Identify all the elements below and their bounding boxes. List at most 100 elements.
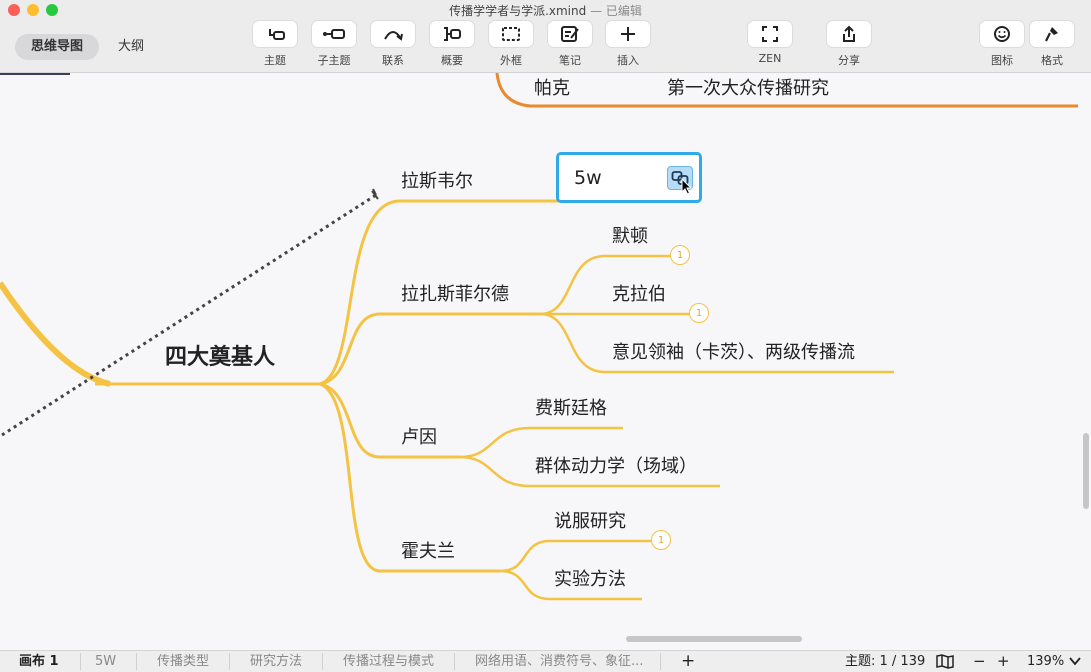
connector-lasswell — [319, 199, 556, 386]
zen-button[interactable]: ZEN — [740, 21, 800, 69]
tab-mindmap[interactable]: 思维导图 — [15, 34, 100, 60]
subtopic-label: 子主题 — [317, 54, 351, 67]
connector-group-dynamics — [459, 455, 720, 488]
topic-park[interactable]: 帕克 — [534, 78, 570, 99]
tab-divider — [136, 653, 137, 670]
close-window-button[interactable] — [8, 4, 20, 16]
topic-lasswell[interactable]: 拉斯韦尔 — [401, 171, 473, 192]
boundary-label: 外框 — [500, 54, 522, 67]
note-count-badge[interactable]: 1 — [651, 530, 671, 550]
relationship-arrow — [371, 188, 379, 200]
minimize-window-button[interactable] — [27, 4, 39, 16]
tab-divider — [80, 653, 81, 670]
share-button[interactable]: 分享 — [819, 21, 879, 69]
summary-label: 概要 — [441, 54, 463, 67]
subtopic-button[interactable]: 子主题 — [304, 21, 364, 69]
format-label: 格式 — [1041, 54, 1063, 67]
icons-label: 图标 — [991, 54, 1013, 67]
relationship-button[interactable]: 联系 — [363, 21, 423, 69]
topic-5w-text: 5w — [574, 167, 602, 189]
relationship-icon — [384, 31, 403, 41]
summary-icon — [444, 27, 461, 41]
connector-lewin — [319, 382, 460, 459]
selected-topic-5w[interactable]: 5w — [556, 152, 702, 203]
tab-outline[interactable]: 大纲 — [118, 39, 145, 54]
topic-first-mass-comm-study[interactable]: 第一次大众传播研究 — [667, 78, 829, 99]
zoom-window-button[interactable] — [46, 4, 58, 16]
format-brush-icon — [1045, 27, 1058, 42]
tab-divider — [454, 653, 455, 670]
add-sheet-button[interactable]: + — [681, 651, 696, 671]
topic-opinion-leader[interactable]: 意见领袖（卡茨）、两级传播流 — [612, 342, 855, 363]
format-panel-button[interactable]: 格式 — [1022, 21, 1082, 69]
sheet-tab-comm-types[interactable]: 传播类型 — [157, 654, 210, 669]
tab-divider — [322, 653, 323, 670]
connector-opinion-leader — [539, 312, 894, 374]
note-count-badge[interactable]: 1 — [689, 303, 709, 323]
topic-klapper[interactable]: 克拉伯 — [612, 284, 666, 305]
topic-persuasion[interactable]: 说服研究 — [554, 511, 626, 532]
relationship-label: 联系 — [382, 54, 404, 67]
note-count-badge[interactable]: 1 — [670, 245, 690, 265]
insert-button[interactable]: 插入 — [598, 21, 658, 69]
fullscreen-icon — [762, 26, 778, 42]
zoom-in-button[interactable]: + — [997, 652, 1010, 670]
note-button[interactable]: 笔记 — [540, 21, 600, 69]
window-title: 传播学学者与学派.xmind — 已编辑 — [0, 2, 1091, 19]
connector-persuasion — [499, 539, 651, 573]
boundary-icon — [502, 27, 520, 41]
root-topic[interactable]: 四大奠基人 — [165, 345, 276, 370]
share-icon — [843, 25, 855, 42]
topic-hovland[interactable]: 霍夫兰 — [401, 541, 455, 562]
zoom-level[interactable]: 139% — [1027, 654, 1065, 669]
topic-experiment[interactable]: 实验方法 — [554, 569, 626, 590]
title-bar: 传播学学者与学派.xmind — 已编辑 思维导图 大纲 主题 子主题 联系 概… — [0, 0, 1091, 73]
top-branch-connector — [495, 73, 1078, 108]
horizontal-scrollbar[interactable] — [626, 636, 802, 642]
topic-merton[interactable]: 默顿 — [612, 226, 648, 247]
topic-label: 主题 — [264, 54, 286, 67]
vertical-scrollbar[interactable] — [1083, 433, 1089, 509]
connector-lazarsfeld — [319, 312, 540, 386]
chevron-down-icon[interactable] — [1069, 656, 1081, 666]
status-bar: 画布 1 5W 传播类型 研究方法 传播过程与模式 网络用语、消费符号、象征..… — [0, 650, 1091, 672]
smiley-icon — [994, 26, 1010, 42]
connector-festinger — [459, 426, 623, 459]
topic-button[interactable]: 主题 — [245, 21, 305, 69]
zen-label: ZEN — [758, 52, 782, 65]
plus-icon — [621, 27, 635, 41]
link-icon[interactable] — [667, 166, 693, 190]
icons-panel-button[interactable]: 图标 — [972, 21, 1032, 69]
document-name: 传播学学者与学派.xmind — [449, 4, 587, 18]
boundary-button[interactable]: 外框 — [481, 21, 541, 69]
share-label: 分享 — [838, 54, 860, 67]
document-status: — 已编辑 — [590, 4, 642, 18]
insert-label: 插入 — [617, 54, 639, 67]
connector-layer — [0, 73, 1078, 601]
connector-merton — [539, 254, 672, 316]
subtopic-icon — [323, 29, 345, 39]
sheet-tab-methods[interactable]: 研究方法 — [250, 654, 303, 669]
map-icon[interactable] — [936, 654, 954, 669]
topic-group-dynamics[interactable]: 群体动力学（场域） — [535, 456, 697, 477]
topic-festinger[interactable]: 费斯廷格 — [535, 398, 607, 419]
topic-lewin[interactable]: 卢因 — [401, 427, 437, 448]
summary-button[interactable]: 概要 — [422, 21, 482, 69]
topic-count: 主题: 1 / 139 — [845, 654, 926, 669]
tab-divider — [660, 653, 661, 670]
sheet-tab-5w[interactable]: 5W — [95, 654, 117, 669]
connector-hovland — [319, 382, 500, 573]
root-incoming-branch — [0, 281, 111, 387]
sheet-tab-internet-terms[interactable]: 网络用语、消费符号、象征... — [475, 654, 644, 669]
tab-divider — [229, 653, 230, 670]
mindmap-canvas[interactable]: 帕克 第一次大众传播研究 四大奠基人 拉斯韦尔 5w 拉扎斯菲尔德 默顿 1 克… — [0, 73, 1091, 650]
mouse-cursor-icon — [681, 178, 693, 195]
sheet-tab-canvas-1[interactable]: 画布 1 — [19, 654, 59, 669]
sheet-tab-process-models[interactable]: 传播过程与模式 — [343, 654, 435, 669]
note-icon — [561, 26, 579, 42]
topic-lazarsfeld[interactable]: 拉扎斯菲尔德 — [401, 284, 509, 305]
note-label: 笔记 — [559, 54, 581, 67]
relationship-line[interactable] — [1, 193, 377, 437]
zoom-out-button[interactable]: − — [973, 652, 986, 670]
topic-icon — [269, 29, 285, 40]
